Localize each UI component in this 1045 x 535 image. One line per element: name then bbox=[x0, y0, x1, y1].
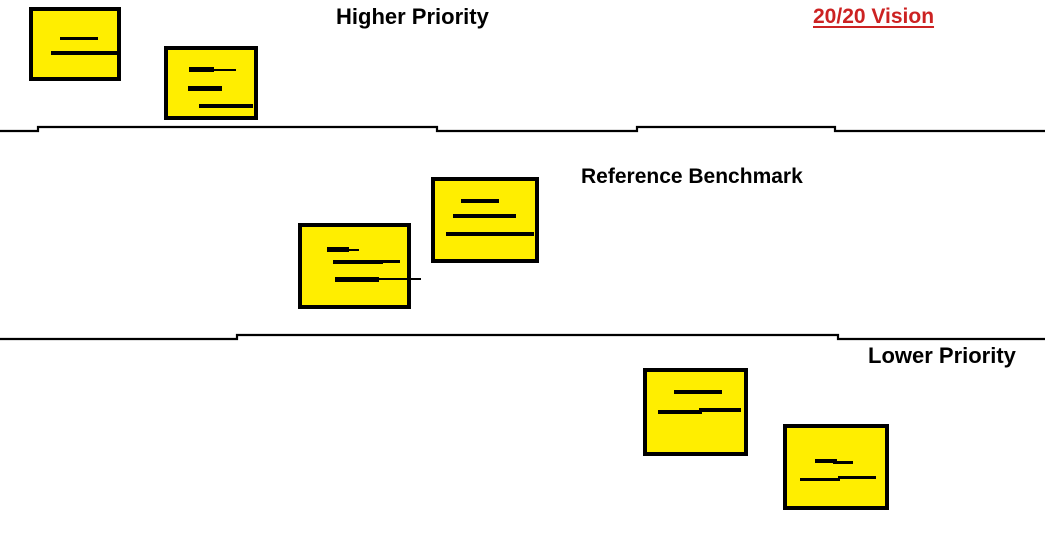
note-box-1[interactable] bbox=[29, 7, 121, 81]
note-box-2[interactable] bbox=[164, 46, 258, 120]
note-line-mark bbox=[189, 67, 214, 72]
reference-benchmark-label: Reference Benchmark bbox=[581, 165, 803, 188]
higher-priority-label: Higher Priority bbox=[336, 4, 489, 29]
lower-priority-label: Lower Priority bbox=[868, 343, 1016, 368]
note-line-mark bbox=[327, 247, 349, 252]
note-line-mark bbox=[699, 408, 741, 412]
note-line-mark bbox=[461, 199, 499, 203]
note-line-mark bbox=[376, 278, 421, 280]
note-line-mark bbox=[674, 390, 722, 394]
divider-lower bbox=[0, 333, 1045, 341]
vision-label: 20/20 Vision bbox=[813, 5, 935, 28]
note-line-mark bbox=[815, 459, 837, 463]
note-line-mark bbox=[51, 51, 119, 55]
note-line-mark bbox=[333, 260, 383, 264]
note-line-mark bbox=[60, 37, 98, 40]
note-box-6[interactable] bbox=[783, 424, 889, 510]
note-line-mark bbox=[199, 104, 253, 108]
note-line-mark bbox=[833, 461, 853, 464]
note-line-mark bbox=[347, 249, 359, 251]
divider-upper bbox=[0, 125, 1045, 133]
note-box-3[interactable] bbox=[298, 223, 421, 309]
note-box-4[interactable] bbox=[431, 177, 539, 263]
note-line-mark bbox=[838, 476, 876, 479]
divider-upper-stroke bbox=[0, 125, 1045, 133]
divider-lower-stroke bbox=[0, 333, 1045, 341]
note-line-mark bbox=[800, 478, 840, 481]
note-line-mark bbox=[335, 277, 379, 282]
note-line-mark bbox=[453, 214, 516, 218]
note-line-mark bbox=[214, 69, 236, 71]
note-line-mark bbox=[446, 232, 534, 236]
note-box-5[interactable] bbox=[643, 368, 748, 456]
note-line-mark bbox=[188, 86, 222, 91]
note-line-mark bbox=[380, 260, 400, 263]
note-line-mark bbox=[658, 410, 702, 414]
